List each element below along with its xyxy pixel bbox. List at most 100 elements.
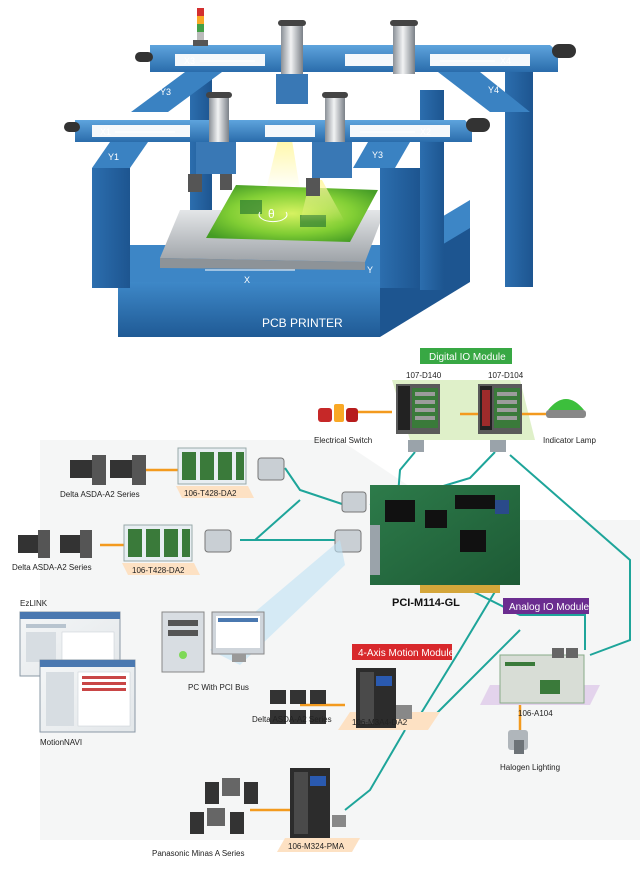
d140-label: 107-D140 (406, 371, 442, 380)
rear-head-left (276, 20, 308, 104)
t428-top-board (177, 447, 247, 485)
halogen-lighting-icon (508, 730, 528, 754)
cable-t428mid-up (254, 499, 301, 541)
delta-servo-bottom (270, 690, 326, 724)
electrical-switch-icon (318, 404, 358, 422)
cable-analog-to-pci-bottom (429, 629, 521, 721)
cable-d104-to-analog (509, 454, 631, 656)
cable-t428top-to-pci (284, 467, 346, 506)
axis-y1-label: Y1 (108, 152, 119, 162)
front-rod-left (64, 122, 80, 132)
pci-dsub (334, 529, 362, 553)
d104-label: 107-D104 (488, 371, 524, 380)
m3a4-label: 106-M3A4-DA2 (352, 718, 408, 727)
delta-bottom-label: Delta ASDA-A2 Series (252, 715, 332, 724)
electrical-switch-label: Electrical Switch (314, 436, 372, 445)
front-rod-right (466, 118, 490, 132)
m3a4-module (356, 668, 412, 728)
t428-top-label: 106-T428-DA2 (184, 489, 237, 498)
t428-mid-tag (122, 563, 200, 575)
cable-pci-to-analog (469, 589, 586, 650)
digital-io-module-tag (420, 348, 512, 364)
t428-mid-board (123, 524, 193, 562)
motionnavi-window (39, 659, 136, 733)
motionnavi-label: MotionNAVI (40, 738, 82, 747)
pci-card-label: PCI-M114-GL (392, 597, 460, 609)
d140-connector (408, 440, 424, 452)
front-gantry-slot-right (350, 125, 450, 137)
axis-x4-label: X4 (500, 56, 511, 66)
printer-axis-arrows (115, 60, 495, 271)
delta-servo-mid (18, 530, 92, 558)
cable-d104-to-pci (429, 451, 496, 491)
axis-y3-label: Y3 (160, 87, 171, 97)
analog-io-module-tag (503, 598, 589, 614)
rear-gantry-slot-left (175, 54, 265, 66)
axis-theta-label: θ (268, 207, 275, 221)
cable-pci-to-motion (419, 574, 506, 716)
printer-axis-labels: X3 X4 X1 X2 Y3 Y4 Y1 Y3 X Y θ (100, 56, 511, 285)
rear-rod-left (135, 52, 153, 62)
delta-servo-top (70, 455, 146, 485)
front-leg-left (92, 168, 130, 288)
y3-front-rail (353, 142, 410, 168)
d140-module (396, 384, 440, 434)
y3-rail (131, 72, 222, 112)
rear-gantry-slot-right (430, 54, 530, 66)
front-gantry-slot-left (92, 125, 190, 137)
y1-rail (92, 142, 148, 168)
axis-y-label: Y (367, 265, 373, 275)
panasonic-label: Panasonic Minas A Series (152, 849, 245, 858)
t428-mid-label: 106-T428-DA2 (132, 566, 185, 575)
orange-cables (100, 410, 548, 812)
t428-top-dsub (257, 457, 285, 481)
axis-y4-label: Y4 (488, 85, 499, 95)
axis-y3b-label: Y3 (372, 150, 383, 160)
front-head-right (306, 92, 352, 196)
digital-io-module-label: Digital IO Module (429, 352, 506, 363)
t428-mid-dsub (204, 529, 232, 553)
analog-io-module-label: Analog IO Module (509, 602, 589, 613)
glowing-pcb (206, 185, 378, 242)
a104-label: 106-A104 (518, 709, 553, 718)
y4-rail (438, 72, 530, 112)
m324-module (290, 768, 346, 838)
pc-label: PC With PCI Bus (188, 683, 249, 692)
ezlink-label: EzLINK (20, 599, 48, 608)
front-head-left (188, 92, 236, 192)
d104-module (478, 384, 522, 434)
axis-x2-label: X2 (420, 127, 431, 137)
indicator-lamp-icon (546, 399, 586, 418)
print-plate-edge (160, 258, 365, 270)
motion-module-label: 4-Axis Motion Module (358, 648, 455, 659)
axis-x-label: X (244, 275, 250, 285)
pcb-chip-1 (240, 200, 262, 214)
pc-monitor (211, 611, 265, 662)
pci-top-dsub (341, 491, 367, 513)
t428-top-tag (176, 486, 254, 498)
m324-label: 106-M324-PMA (288, 842, 345, 851)
front-gantry-mid (265, 125, 315, 137)
light-beam-1 (266, 140, 300, 190)
pcb-printer-illustration (64, 8, 576, 337)
rear-gantry-mid (345, 54, 405, 66)
pci-card (370, 485, 520, 593)
indicator-lamp-label: Indicator Lamp (543, 436, 596, 445)
panasonic-servo (190, 778, 258, 834)
delta-top-label: Delta ASDA-A2 Series (60, 490, 140, 499)
axis-x3-label: X3 (184, 56, 195, 66)
cable-motion-to-m324 (344, 729, 406, 811)
pcb-printer-title: PCB PRINTER (262, 316, 343, 330)
halogen-label: Halogen Lighting (500, 763, 560, 772)
m324-panel (277, 838, 360, 852)
rear-rod-right (552, 44, 576, 58)
a104-board (499, 648, 585, 704)
delta-mid-label: Delta ASDA-A2 Series (12, 563, 92, 572)
motion-module-tag (352, 644, 452, 660)
printer-base-front (118, 282, 380, 337)
background-panel (40, 440, 640, 840)
axis-x1-label: X1 (100, 127, 111, 137)
front-leg-right (380, 168, 420, 288)
